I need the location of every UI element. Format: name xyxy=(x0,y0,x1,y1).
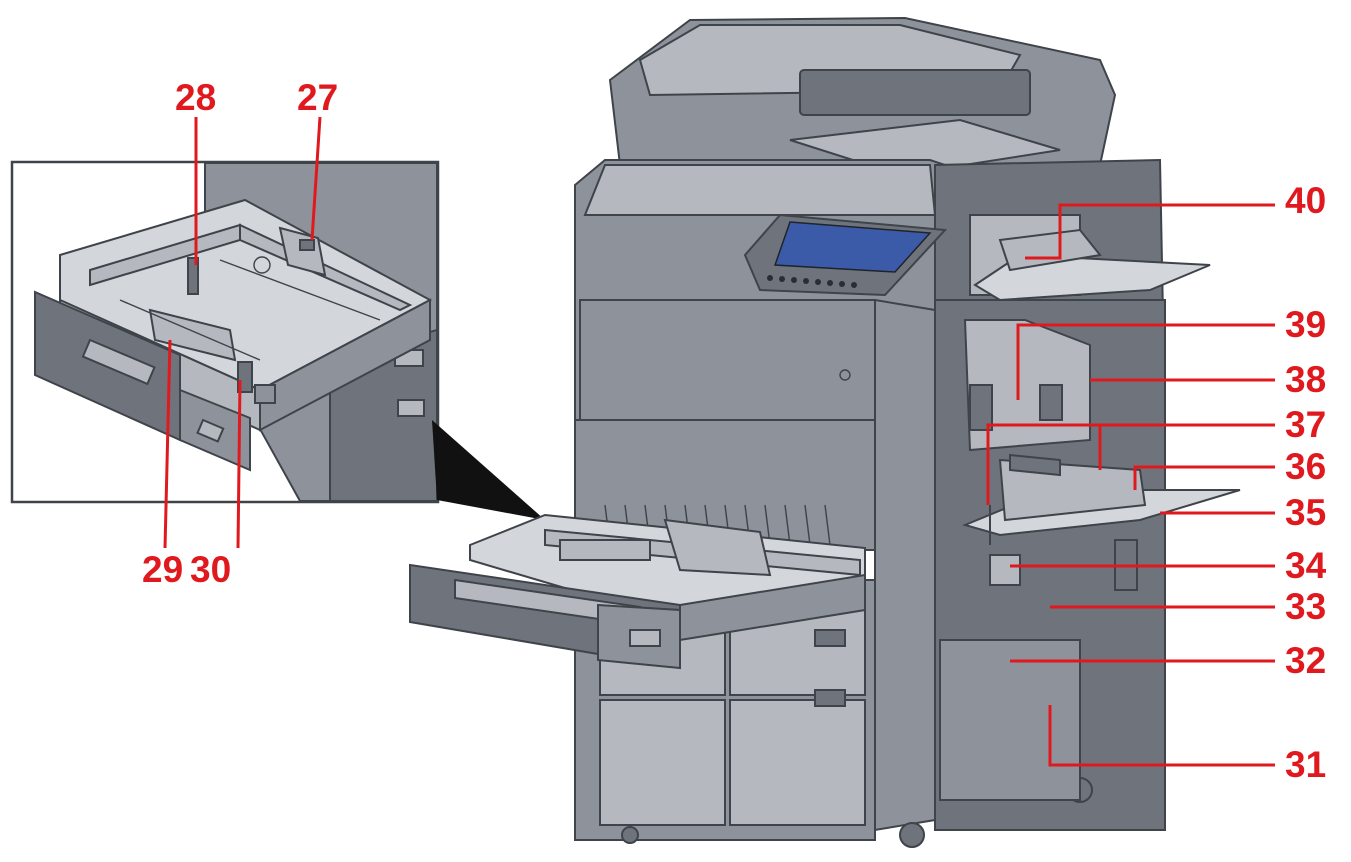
callout-29: 29 xyxy=(142,549,183,590)
callouts: 28 27 29 30 40 39 38 37 36 35 34 33 32 3… xyxy=(142,77,1327,785)
callout-34: 34 xyxy=(1285,545,1327,586)
callout-39: 39 xyxy=(1285,304,1326,345)
callout-27: 27 xyxy=(297,77,338,118)
panel-buttons xyxy=(767,275,857,288)
right-side-components xyxy=(939,214,1241,801)
callout-38: 38 xyxy=(1285,359,1326,400)
callout-33: 33 xyxy=(1285,586,1326,627)
callout-31: 31 xyxy=(1285,744,1326,785)
callout-30: 30 xyxy=(190,549,231,590)
zoom-wedge-icon xyxy=(432,420,545,520)
panel-screen xyxy=(773,221,932,273)
callout-32: 32 xyxy=(1285,640,1326,681)
callout-28: 28 xyxy=(175,77,216,118)
callout-40: 40 xyxy=(1285,180,1326,221)
callout-36: 36 xyxy=(1285,446,1326,487)
pulled-cassette xyxy=(409,513,866,670)
inset-cassette-detail xyxy=(10,160,440,504)
callout-35: 35 xyxy=(1285,492,1326,533)
callout-37: 37 xyxy=(1285,404,1326,445)
